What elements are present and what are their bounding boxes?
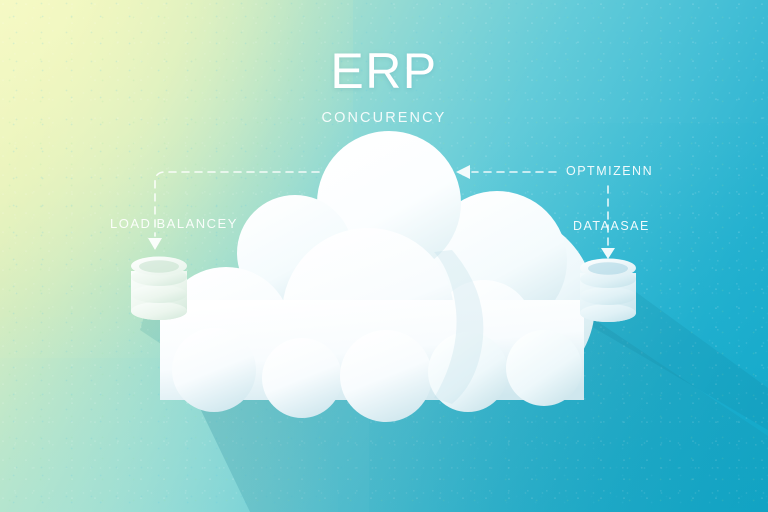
left-database-icon: [131, 256, 187, 320]
right-database-icon: [580, 258, 636, 322]
arrow-down-left-icon: [148, 238, 162, 250]
cloud-base-scallop-4: [428, 332, 508, 412]
connector-group: [154, 131, 609, 247]
arrow-right-icon: [334, 165, 348, 179]
cloud-base-scallop-1: [172, 328, 256, 412]
load-balancer-connector: [154, 171, 333, 237]
arrowhead-group: [148, 145, 615, 259]
cloud-base-scallop-2: [262, 338, 342, 418]
left-db-top-inner: [139, 260, 179, 273]
right-db-top-inner: [588, 262, 628, 275]
cloud-inner-shade: [434, 250, 484, 404]
left-db-ring-3: [131, 302, 187, 320]
right-db-top: [580, 258, 636, 278]
cloud-base-scallop-5: [506, 330, 582, 406]
left-db-top: [131, 256, 187, 276]
cloud-base-scallop-3: [340, 330, 432, 422]
cloud-cluster-icon: [160, 131, 595, 422]
arrow-down-right-icon: [601, 248, 615, 259]
right-db-ring-2: [580, 287, 636, 305]
arrow-down-center-icon: [377, 145, 391, 157]
arrow-left-icon: [456, 165, 470, 179]
left-db-ring-2: [131, 285, 187, 303]
right-db-ring-3: [580, 304, 636, 322]
